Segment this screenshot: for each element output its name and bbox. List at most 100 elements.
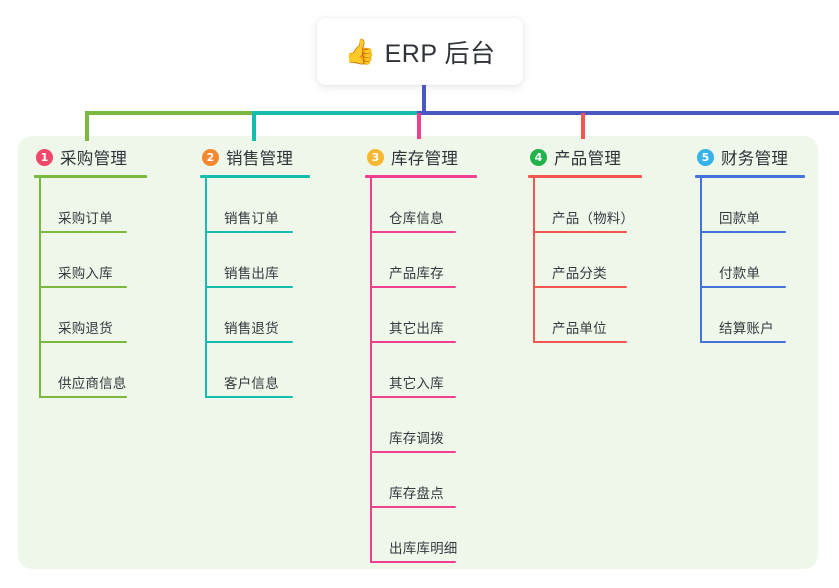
branch-title: 库存管理: [391, 150, 459, 168]
leaf-item[interactable]: 产品（物料）: [528, 178, 642, 233]
branch-number-badge: 3: [367, 148, 384, 166]
bus-segment-3: [417, 111, 839, 115]
leaf-item[interactable]: 库存盘点: [365, 453, 477, 508]
leaf-item-rule: [370, 506, 456, 508]
drop-connector-2: [252, 113, 256, 141]
branch-title: 产品管理: [554, 150, 622, 168]
leaf-item-label: 其它出库: [389, 321, 444, 336]
leaf-item-rule: [533, 231, 627, 233]
branch-items: 回款单付款单结算账户: [695, 178, 805, 343]
branch-items: 采购订单采购入库采购退货供应商信息: [34, 178, 147, 398]
branch-column-2: 2 销售管理销售订单销售出库销售退货客户信息: [200, 146, 310, 398]
leaf-item-label: 其它入库: [389, 376, 444, 391]
leaf-item-rule: [39, 286, 127, 288]
leaf-item-rule: [533, 341, 627, 343]
leaf-item[interactable]: 客户信息: [200, 343, 310, 398]
root-stem-connector: [422, 85, 426, 113]
leaf-item-label: 回款单: [719, 211, 761, 226]
leaf-item-label: 供应商信息: [58, 376, 127, 391]
leaf-item[interactable]: 产品单位: [528, 288, 642, 343]
leaf-item[interactable]: 其它入库: [365, 343, 477, 398]
branch-spine: [370, 178, 372, 563]
branch-items: 销售订单销售出库销售退货客户信息: [200, 178, 310, 398]
leaf-item-label: 客户信息: [224, 376, 279, 391]
thumbs-up-icon: 👍: [344, 37, 376, 66]
leaf-item-label: 产品库存: [389, 266, 444, 281]
branch-items: 产品（物料） 产品分类产品单位: [528, 178, 642, 343]
leaf-item-label: 产品单位: [552, 321, 607, 336]
branch-title: 销售管理: [226, 150, 294, 168]
branch-header-1[interactable]: 1 采购管理: [34, 146, 147, 168]
leaf-item[interactable]: 采购退货: [34, 288, 147, 343]
leaf-item-label: 库存盘点: [389, 486, 444, 501]
leaf-item-rule: [370, 561, 456, 563]
leaf-item-rule: [370, 396, 456, 398]
leaf-item-rule: [370, 286, 456, 288]
branch-title: 采购管理: [60, 150, 128, 168]
leaf-item[interactable]: 销售退货: [200, 288, 310, 343]
leaf-item-label: 仓库信息: [389, 211, 444, 226]
leaf-item-label: 付款单: [719, 266, 761, 281]
leaf-item-rule: [39, 231, 127, 233]
bus-segment-1: [85, 111, 253, 115]
drop-connector-1: [85, 113, 89, 141]
leaf-item[interactable]: 采购入库: [34, 233, 147, 288]
branch-column-4: 4 产品管理产品（物料） 产品分类产品单位: [528, 146, 642, 343]
leaf-item-rule: [205, 231, 293, 233]
branch-title: 财务管理: [721, 150, 789, 168]
leaf-item[interactable]: 其它出库: [365, 288, 477, 343]
leaf-item[interactable]: 产品分类: [528, 233, 642, 288]
leaf-item-label: 产品（物料）: [552, 211, 635, 226]
leaf-item-rule: [39, 341, 127, 343]
leaf-item-label: 销售出库: [224, 266, 279, 281]
branch-number-badge: 2: [202, 148, 219, 166]
root-node-card[interactable]: 👍 ERP 后台: [317, 18, 523, 85]
leaf-item[interactable]: 结算账户: [695, 288, 805, 343]
branch-spine: [205, 178, 207, 398]
branch-number-badge: 5: [697, 148, 714, 166]
branch-header-2[interactable]: 2 销售管理: [200, 146, 310, 168]
leaf-item-label: 采购退货: [58, 321, 113, 336]
branch-number-badge: 4: [530, 148, 547, 166]
leaf-item-rule: [700, 341, 786, 343]
drop-connector-3: [417, 113, 421, 139]
leaf-item-label: 采购入库: [58, 266, 113, 281]
leaf-item-rule: [205, 396, 293, 398]
leaf-item[interactable]: 仓库信息: [365, 178, 477, 233]
leaf-item[interactable]: 产品库存: [365, 233, 477, 288]
leaf-item[interactable]: 销售出库: [200, 233, 310, 288]
branch-header-rule: [34, 175, 147, 178]
branch-header-4[interactable]: 4 产品管理: [528, 146, 642, 168]
drop-connector-4: [581, 113, 585, 139]
root-node-title: ERP 后台: [384, 39, 496, 68]
leaf-item[interactable]: 库存调拨: [365, 398, 477, 453]
leaf-item[interactable]: 供应商信息: [34, 343, 147, 398]
branch-header-rule: [365, 175, 477, 178]
branch-header-3[interactable]: 3 库存管理: [365, 146, 477, 168]
bus-segment-2: [252, 111, 418, 115]
leaf-item-rule: [700, 231, 786, 233]
branch-column-5: 5 财务管理回款单付款单结算账户: [695, 146, 805, 343]
branch-number-badge: 1: [36, 148, 53, 166]
branch-column-3: 3 库存管理仓库信息产品库存其它出库其它入库库存调拨库存盘点出库库明细: [365, 146, 477, 563]
leaf-item-rule: [205, 286, 293, 288]
leaf-item-rule: [700, 286, 786, 288]
branch-header-rule: [200, 175, 310, 178]
leaf-item-rule: [370, 341, 456, 343]
leaf-item[interactable]: 采购订单: [34, 178, 147, 233]
branch-header-rule: [528, 175, 642, 178]
leaf-item[interactable]: 出库库明细: [365, 508, 477, 563]
leaf-item-label: 销售订单: [224, 211, 279, 226]
leaf-item[interactable]: 销售订单: [200, 178, 310, 233]
branch-header-5[interactable]: 5 财务管理: [695, 146, 805, 168]
leaf-item[interactable]: 回款单: [695, 178, 805, 233]
branch-items: 仓库信息产品库存其它出库其它入库库存调拨库存盘点出库库明细: [365, 178, 477, 563]
branch-spine: [533, 178, 535, 343]
branches-panel: [18, 136, 818, 569]
leaf-item-label: 产品分类: [552, 266, 607, 281]
root-node-content: 👍 ERP 后台: [344, 34, 495, 70]
leaf-item-label: 采购订单: [58, 211, 113, 226]
leaf-item[interactable]: 付款单: [695, 233, 805, 288]
branch-spine: [39, 178, 41, 398]
leaf-item-rule: [533, 286, 627, 288]
